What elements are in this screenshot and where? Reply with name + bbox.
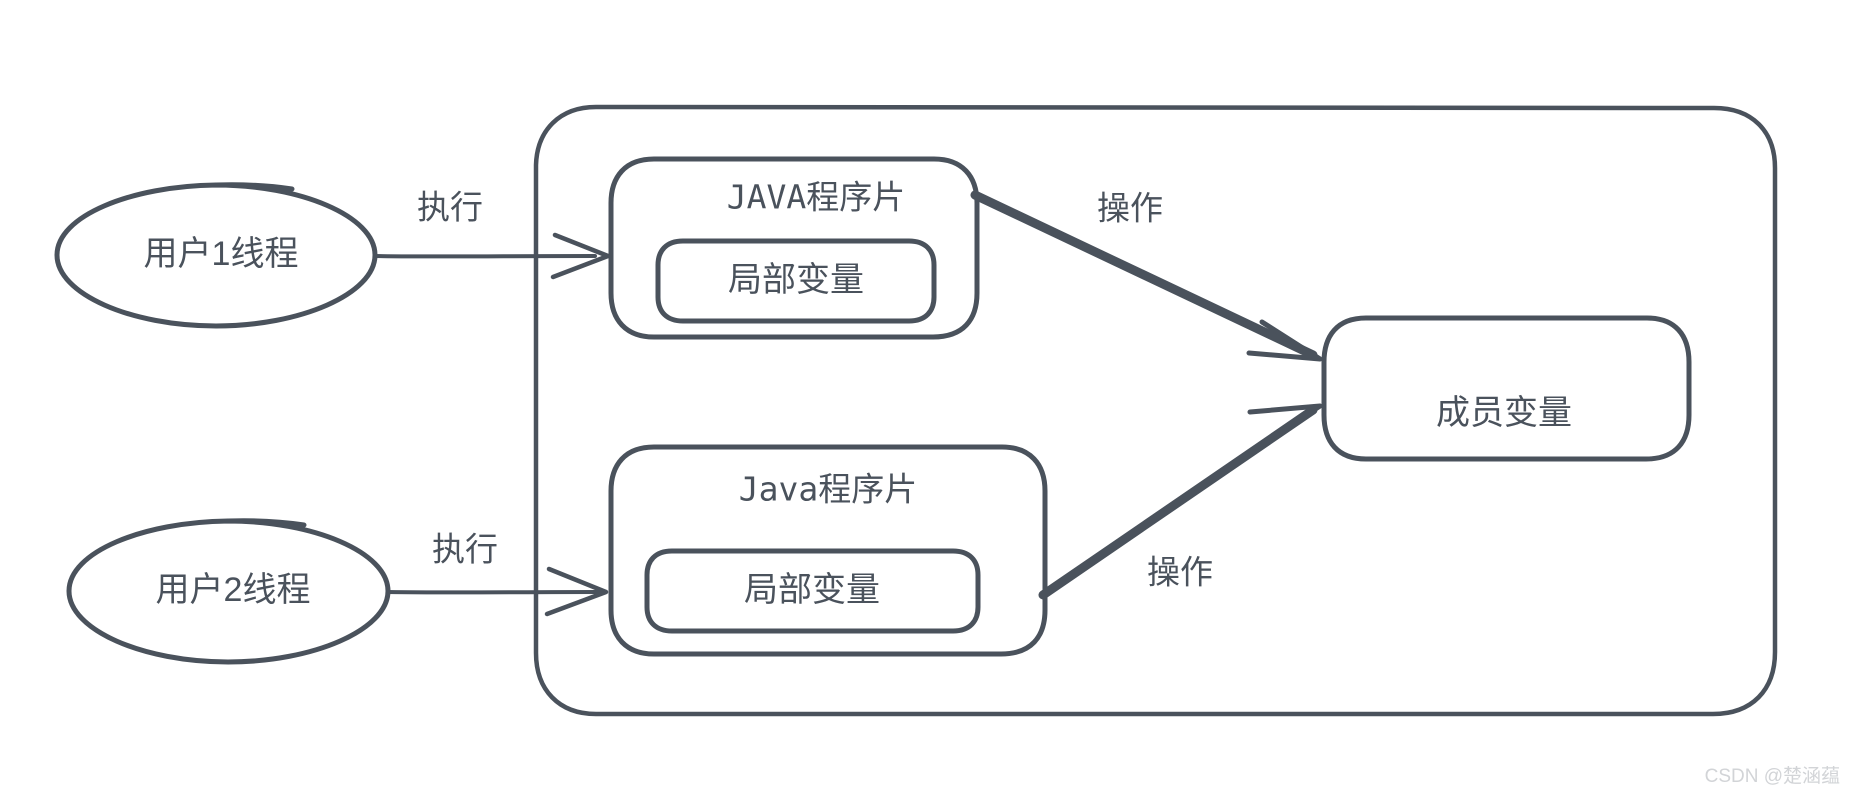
local-var2-outline: [644, 548, 981, 634]
thread2-ellipse: [66, 518, 391, 665]
node-member-var[interactable]: 成员变量: [1321, 315, 1692, 462]
edge-program1-member-label: 操作: [1097, 190, 1163, 227]
node-thread2[interactable]: 用户2线程: [66, 518, 391, 665]
watermark-label: CSDN @楚涵蕴: [1705, 765, 1840, 787]
edge-program1-member[interactable]: 操作: [970, 190, 1323, 362]
edge-program2-member-label: 操作: [1147, 554, 1213, 591]
local-var2-label: 局部变量: [744, 571, 880, 609]
thread2-label: 用户2线程: [156, 571, 311, 609]
node-local-var1[interactable]: 局部变量: [655, 238, 937, 324]
node-local-var2[interactable]: 局部变量: [644, 548, 981, 634]
edge-thread1-program1[interactable]: 执行: [373, 189, 611, 280]
local-var1-label: 局部变量: [728, 261, 864, 299]
edge-thread1-program1-arrowhead: [550, 232, 611, 280]
local-var1-outline: [655, 238, 937, 324]
node-program1[interactable]: JAVA程序片 局部变量: [608, 156, 980, 340]
thread1-ellipse: [54, 182, 378, 329]
edge-thread1-program1-label: 执行: [417, 189, 483, 226]
node-container[interactable]: [533, 104, 1778, 717]
program2-label: Java程序片: [739, 470, 917, 509]
edge-program2-member[interactable]: 操作: [1038, 403, 1323, 600]
edge-thread2-program2[interactable]: 执行: [386, 531, 609, 617]
edge-thread2-program2-label: 执行: [432, 531, 498, 568]
node-thread1[interactable]: 用户1线程: [54, 182, 378, 329]
program1-label: JAVA程序片: [727, 178, 905, 217]
edge-thread2-program2-arrowhead: [544, 566, 609, 617]
edge-program1-member-arrowhead: [1246, 319, 1323, 362]
container-outline: [533, 104, 1778, 717]
edge-program2-member-arrowhead: [1247, 403, 1323, 446]
thread1-label: 用户1线程: [144, 235, 299, 273]
node-program2[interactable]: Java程序片 局部变量: [608, 444, 1048, 657]
member-var-outline: [1321, 315, 1692, 462]
member-var-label: 成员变量: [1436, 394, 1572, 432]
edge-program1-member-line: [970, 190, 1318, 360]
